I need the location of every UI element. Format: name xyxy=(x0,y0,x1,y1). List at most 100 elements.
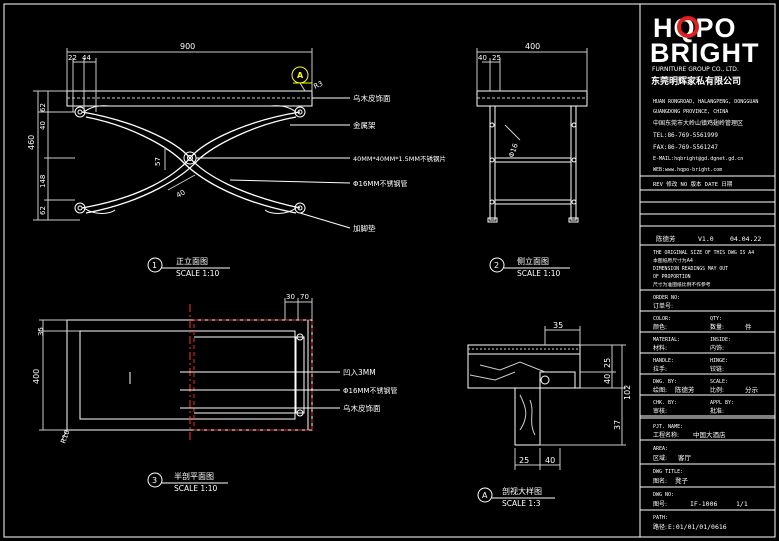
company-logo: HQPO BRIGHT xyxy=(650,13,760,68)
dim-25-bottom: 25 xyxy=(519,456,529,465)
section-detail-a-text: 35 25 40 102 37 25 40 A 剖视大样图 SCALE 1:3 xyxy=(482,321,632,508)
view-scale-side: SCALE 1:10 xyxy=(517,269,560,278)
front-elevation-text: 900 22 44 A R3 460 40 62 148 62 57 40 乌木… xyxy=(27,42,446,278)
front-elevation xyxy=(33,48,351,273)
title-field-text: 件 xyxy=(745,322,752,331)
label-ebony-veneer-plan: 乌木皮饰面 xyxy=(343,403,381,413)
view-title-side: 侧立面图 xyxy=(517,256,549,266)
svg-text:V1.0: V1.0 xyxy=(698,235,714,243)
title-field-text: HANDLE: xyxy=(653,358,674,364)
view-number-a: A xyxy=(482,491,488,500)
dim-460: 460 xyxy=(27,135,36,150)
svg-text:路径:: 路径: xyxy=(653,523,667,531)
company-name-cn: 东莞明辉家私有限公司 xyxy=(651,75,741,87)
title-field-text: HINGE: xyxy=(710,358,728,364)
title-field-text: SCALE: xyxy=(710,379,728,385)
dim-40v: 40 xyxy=(39,121,47,130)
svg-text:DWG TITLE:: DWG TITLE: xyxy=(653,469,683,475)
svg-text:BRIGHT: BRIGHT xyxy=(650,38,760,68)
title-field-text: MATERIAL: xyxy=(653,337,680,343)
title-field-text: 拉手: xyxy=(653,365,667,373)
dim-102-detail: 102 xyxy=(623,385,632,400)
title-block: HQPO BRIGHT FURNITURE GROUP CO., LTD. 东莞… xyxy=(640,13,775,531)
dim-r3: R3 xyxy=(312,80,324,91)
svg-text:OF PROPORTION: OF PROPORTION xyxy=(653,274,691,280)
svg-text:TEL:86-769-5561999: TEL:86-769-5561999 xyxy=(653,132,718,139)
path-field: PATH: 路径: E:01/01/01/0616 xyxy=(653,515,727,531)
title-field-text: 材料: xyxy=(653,344,667,352)
view-title-front: 正立面图 xyxy=(176,256,208,266)
group-name: FURNITURE GROUP CO., LTD. xyxy=(652,66,739,73)
title-field-text: 审核: xyxy=(653,407,667,415)
svg-text:尺寸为准图纸比例不作参考: 尺寸为准图纸比例不作参考 xyxy=(653,281,711,288)
dim-40-detail: 40 xyxy=(603,374,612,384)
view-title-plan: 半剖平面图 xyxy=(174,471,214,481)
dim-35-plan: 35 xyxy=(37,327,45,336)
revision-row: 陈德芳 V1.0 04.04.22 xyxy=(656,234,761,243)
svg-text:凳子: 凳子 xyxy=(675,476,689,485)
dim-148: 148 xyxy=(39,175,47,188)
svg-text:客厅: 客厅 xyxy=(678,453,692,462)
view-number-1: 1 xyxy=(152,261,157,270)
svg-text:WEB:www.hqpo-bright.com: WEB:www.hqpo-bright.com xyxy=(653,167,722,173)
dim-35-detail: 35 xyxy=(553,321,563,330)
title-field-text: 颜色: xyxy=(653,323,667,331)
view-scale-plan: SCALE 1:10 xyxy=(174,484,217,493)
dim-25-side: 25 xyxy=(492,54,501,62)
svg-text:FAX:86-769-5561247: FAX:86-769-5561247 xyxy=(653,144,718,151)
dim-40-angle: 40 xyxy=(175,188,187,199)
svg-text:PATH:: PATH: xyxy=(653,515,668,521)
svg-text:DWG NO:: DWG NO: xyxy=(653,492,674,498)
svg-text:图名:: 图名: xyxy=(653,477,667,485)
svg-text:THE ORIGINAL SIZE OF THIS DWG: THE ORIGINAL SIZE OF THIS DWG IS A4 xyxy=(653,250,754,256)
view-scale-front: SCALE 1:10 xyxy=(176,269,219,278)
dim-30-plan: 30 xyxy=(286,293,295,301)
svg-text:陈德芳: 陈德芳 xyxy=(656,234,676,243)
title-block-fields: ORDER NO:订单号:COLOR:颜色:QTY:数量:件MATERIAL:材… xyxy=(640,295,775,417)
svg-text:区域:: 区域: xyxy=(653,454,667,462)
revision-header: REV 修改 NO 版本 DATE 日期 xyxy=(653,180,733,188)
dim-40-bottom: 40 xyxy=(545,456,555,465)
half-section-plan xyxy=(39,298,340,488)
company-address: HUAN RONGROAD, HALANGPENG, DONGGUAN GUAN… xyxy=(653,99,758,173)
title-field-text: 铰链: xyxy=(710,365,724,373)
svg-text:GUANGDONG PROVINCE, CHINA: GUANGDONG PROVINCE, CHINA xyxy=(653,109,728,115)
dim-40-side: 40 xyxy=(478,54,487,62)
title-field-text: ORDER NO: xyxy=(653,295,680,301)
logo-q-ring xyxy=(677,16,699,38)
title-field-text: 数量: xyxy=(710,323,724,331)
title-field-text: 批准: xyxy=(710,407,724,415)
svg-text:DIMENSION READINGS MAY OUT: DIMENSION READINGS MAY OUT xyxy=(653,266,728,272)
half-section-plan-text: 30 70 35 400 R10 凹入3MM Φ16MM不锈钢管 乌木皮饰面 3… xyxy=(32,293,398,493)
label-recess: 凹入3MM xyxy=(343,368,376,377)
dim-900: 900 xyxy=(180,42,195,51)
view-scale-detail: SCALE 1:3 xyxy=(502,499,541,508)
svg-text:图号:: 图号: xyxy=(653,501,667,508)
title-field-text: 绘图: xyxy=(653,386,667,394)
svg-text:PJT. NAME:: PJT. NAME: xyxy=(653,424,683,430)
dim-62-bottom: 62 xyxy=(39,206,47,215)
drawing-notes: THE ORIGINAL SIZE OF THIS DWG IS A4 本图纸原… xyxy=(653,250,754,288)
svg-text:E-MAIL:hqbright@gd.dgnet.gd.cn: E-MAIL:hqbright@gd.dgnet.gd.cn xyxy=(653,156,743,162)
title-field-text: QTY: xyxy=(710,316,722,322)
label-steel-plate: 40MM*40MM*1.5MM不锈钢片 xyxy=(353,154,446,163)
title-field-text: APPL BY: xyxy=(710,400,734,406)
area-field: AREA: 区域: 客厅 xyxy=(653,446,692,462)
dim-37-detail: 37 xyxy=(613,420,622,430)
section-detail-a xyxy=(467,326,626,503)
svg-text:工程名称:: 工程名称: xyxy=(653,431,679,439)
label-metal-frame: 金属架 xyxy=(353,120,376,130)
sheet-border xyxy=(3,3,776,538)
dwg-title-field: DWG TITLE: 图名: 凳子 xyxy=(653,469,689,485)
label-foot-pad: 加脚垫 xyxy=(353,223,376,233)
svg-text:HUAN RONGROAD, HALANGPENG, DON: HUAN RONGROAD, HALANGPENG, DONGGUAN xyxy=(653,99,758,105)
dim-62-top: 62 xyxy=(39,103,47,112)
title-field-text: 内饰: xyxy=(710,344,724,352)
title-field-text: INSIDE: xyxy=(710,337,731,343)
title-field-text: 陈德芳 xyxy=(675,385,695,394)
svg-text:中国东莞市大岭山镇鸡翅岭管理区: 中国东莞市大岭山镇鸡翅岭管理区 xyxy=(653,119,743,127)
title-field-text: 订单号: xyxy=(653,302,673,310)
dim-57: 57 xyxy=(154,157,162,166)
dim-70-plan: 70 xyxy=(300,293,309,301)
